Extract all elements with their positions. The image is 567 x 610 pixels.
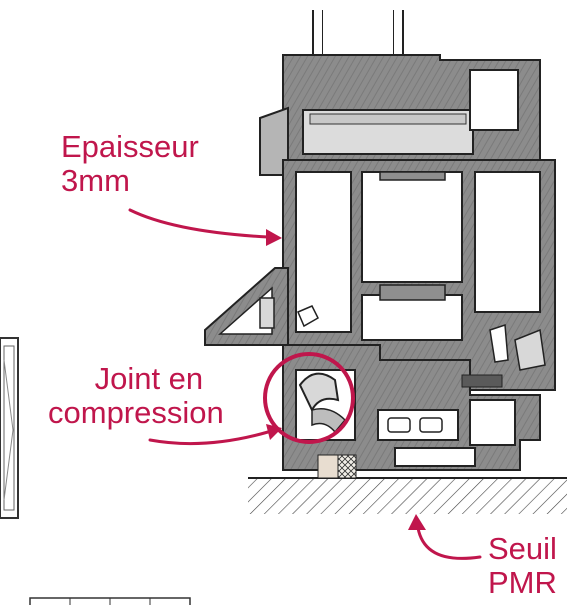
label-epaisseur: Epaisseur 3mm bbox=[61, 130, 199, 198]
seuil-arrowhead bbox=[408, 514, 426, 530]
label-epaisseur-line1: Epaisseur bbox=[61, 129, 199, 164]
label-joint: Joint en compression bbox=[48, 361, 224, 430]
label-seuil-line2: PMR bbox=[488, 565, 557, 600]
epaisseur-arrowhead bbox=[266, 229, 282, 246]
partial-bottom-drawing bbox=[29, 597, 191, 607]
label-seuil: Seuil PMR bbox=[488, 532, 557, 600]
epaisseur-arrow bbox=[128, 208, 270, 239]
joint-highlight-circle bbox=[263, 352, 355, 444]
label-joint-line2: compression bbox=[48, 395, 224, 430]
annotation-arrows bbox=[128, 208, 482, 560]
arrow-heads bbox=[266, 229, 426, 530]
frame-profile bbox=[204, 54, 556, 479]
joint-arrow bbox=[148, 430, 270, 446]
label-joint-line1: Joint en bbox=[94, 361, 204, 396]
seuil-arrow bbox=[416, 526, 482, 560]
floor-hatching bbox=[248, 477, 567, 514]
partial-side-drawing bbox=[0, 337, 19, 519]
label-seuil-line1: Seuil bbox=[488, 531, 557, 566]
label-epaisseur-line2: 3mm bbox=[61, 163, 130, 198]
